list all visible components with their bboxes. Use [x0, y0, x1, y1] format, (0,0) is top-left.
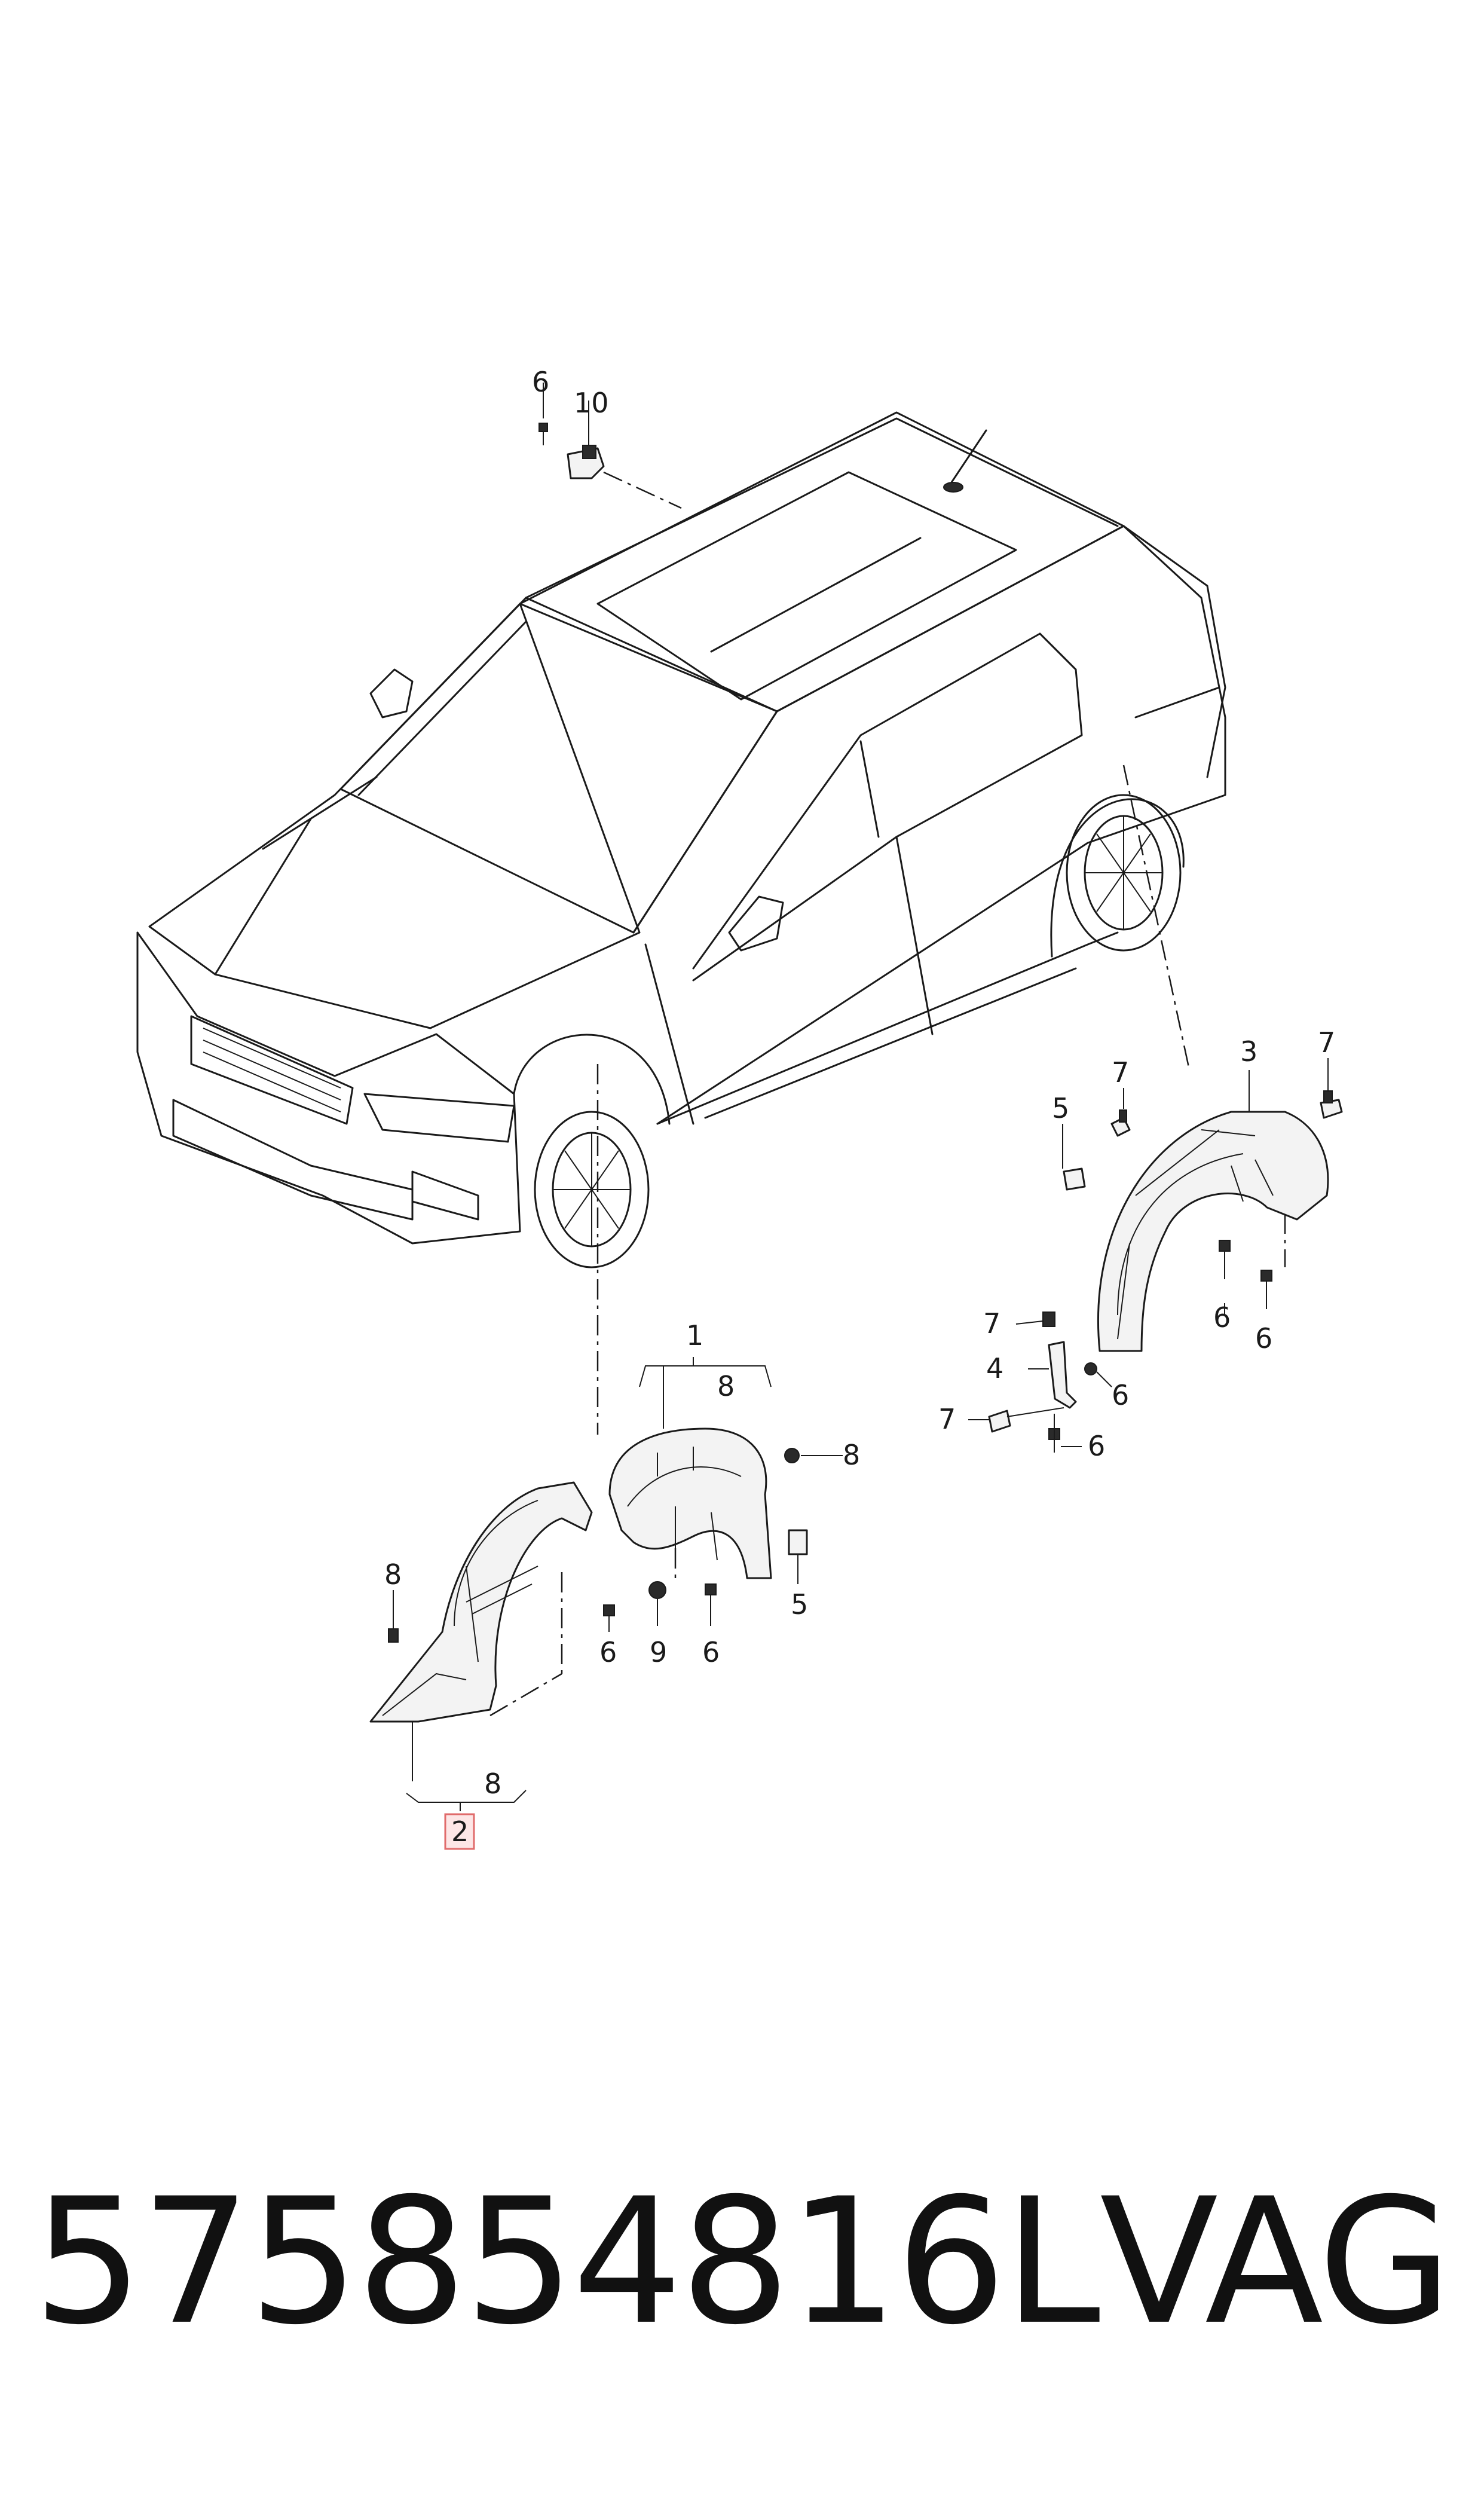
part-2-wheel-liner	[369, 1481, 593, 1723]
callout-7: 7	[938, 1403, 956, 1435]
bracket-1	[639, 1357, 772, 1429]
callout-7: 7	[983, 1307, 1000, 1340]
fasteners-part-2	[388, 1590, 615, 1643]
brand-text: VAG	[1100, 2162, 1452, 2363]
callout-9: 9	[650, 1636, 667, 1668]
callout-5: 5	[1052, 1092, 1069, 1124]
callout-8: 8	[843, 1439, 860, 1471]
callout-7: 7	[1318, 1026, 1335, 1059]
car-illustration	[136, 411, 1226, 1268]
callout-6: 6	[532, 366, 549, 398]
part-1-wheel-liner	[608, 1427, 772, 1579]
part-number-text: 575854816L	[33, 2162, 1100, 2363]
callout-3: 3	[1240, 1035, 1257, 1068]
callout-8: 8	[384, 1558, 402, 1591]
callout-8: 8	[717, 1370, 735, 1402]
part-4-bracket	[968, 1312, 1112, 1453]
callout-6: 6	[702, 1636, 720, 1668]
fasteners-part-1	[648, 1448, 843, 1626]
callout-6: 6	[599, 1636, 617, 1668]
callout-6: 6	[1112, 1379, 1129, 1411]
fasteners-part-3	[1062, 1058, 1343, 1315]
callout-6: 6	[1213, 1301, 1231, 1334]
callout-4: 4	[986, 1352, 1003, 1384]
part-10-sensor	[538, 383, 605, 479]
leader-lines	[489, 471, 1286, 1717]
footer: 575854816L VAG	[0, 2176, 1484, 2451]
callout-7: 7	[1112, 1056, 1129, 1089]
callout-6: 6	[1255, 1322, 1272, 1355]
callout-6: 6	[1088, 1430, 1105, 1462]
bracket-2	[406, 1722, 527, 1811]
part-3-rear-wheel-liner	[1097, 1111, 1329, 1352]
callout-2-highlighted: 2	[451, 1815, 469, 1848]
exploded-parts-diagram: 6 10 3 7 7 5 6 6	[136, 366, 1343, 1850]
callout-10: 10	[574, 387, 609, 419]
highlight-box-2	[444, 1813, 475, 1850]
callout-1: 1	[686, 1319, 703, 1352]
callout-5: 5	[791, 1588, 808, 1621]
callout-8: 8	[484, 1768, 501, 1800]
